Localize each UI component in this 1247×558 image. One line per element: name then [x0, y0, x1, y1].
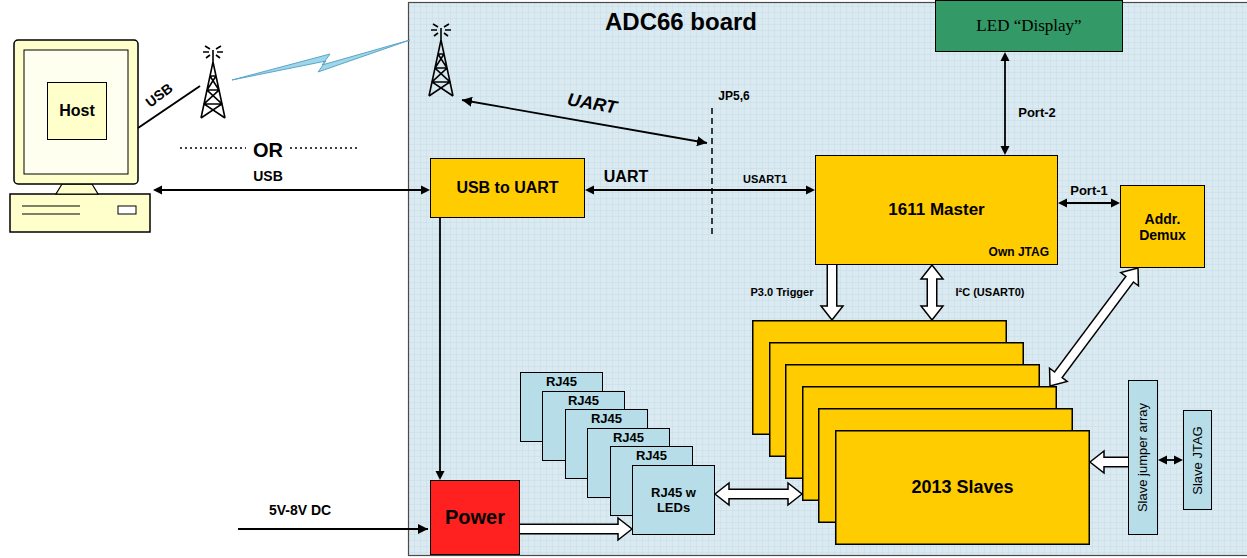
master-box: 1611 MasterOwn JTAG [815, 155, 1058, 265]
connector [436, 218, 445, 480]
power-button [118, 206, 136, 214]
connector-line [1004, 59, 1006, 148]
node-title: RJ45 [613, 430, 644, 445]
rj45-card: RJ45 w LEDs [632, 465, 715, 535]
edge-label: Port-1 [1068, 183, 1110, 198]
node-subtitle: Own JTAG [989, 245, 1049, 259]
antenna-tower [429, 24, 453, 96]
monitor-stand [56, 184, 98, 194]
drive-slot [22, 206, 80, 214]
connector [921, 265, 943, 320]
node-title: 1611 Master [888, 200, 984, 220]
connector-line [1065, 202, 1113, 204]
node-title: RJ45 [568, 393, 599, 408]
edge-label: P3.0 Trigger [749, 286, 816, 298]
edge-label: USB [251, 168, 285, 184]
power-input-arrow [238, 528, 428, 530]
node-title: USB to UART [456, 179, 558, 197]
connector-line [439, 218, 441, 473]
arrow-head [153, 186, 162, 195]
node-title: Power [445, 506, 505, 529]
node-title: Host [47, 82, 107, 140]
connector [1050, 268, 1139, 386]
slave-board [836, 431, 1090, 545]
connector [715, 483, 802, 505]
board-region: ADC66 board LED “Display” USB to UART 1611 … [408, 2, 1247, 556]
arrow-head [1058, 199, 1067, 208]
jumper-array-box: Slave jumper array [1128, 380, 1158, 535]
node-title: ADC66 board [605, 8, 757, 36]
connector [1001, 52, 1010, 155]
jumper-label: JP5,6 [716, 89, 751, 103]
edge-label: UART [602, 168, 650, 186]
connector [1158, 456, 1183, 465]
arrow-head [806, 186, 815, 195]
connector [821, 265, 843, 320]
display-box: LED “Display” [935, 0, 1123, 52]
edge-label: I²C (USART0) [953, 286, 1026, 298]
arrow-body [1101, 458, 1128, 466]
connector-line [160, 189, 423, 191]
arrow-head [421, 186, 430, 195]
node-title: RJ45 [636, 448, 667, 463]
arrow-body [726, 490, 791, 498]
arrow-body [928, 276, 936, 309]
arrow-head [585, 186, 594, 195]
connector [153, 186, 430, 195]
arrow-head [1001, 146, 1010, 155]
stacked-boards [752, 320, 1090, 545]
node-title: 2013 Slaves [835, 430, 1090, 545]
monitor [14, 40, 138, 184]
node-title: Addr. Demux [1127, 211, 1198, 243]
arrow-head [436, 471, 445, 480]
connector [1090, 451, 1128, 473]
jtag-box: Slave JTAG [1183, 410, 1212, 510]
host-computer [10, 40, 150, 232]
computer-case [10, 194, 150, 232]
node-title: RJ45 w LEDs [639, 485, 708, 515]
separator-label: OR [251, 139, 285, 162]
connector [1058, 199, 1120, 208]
board-background [409, 3, 1247, 556]
arrow-head [1158, 456, 1167, 465]
node-title: Slave jumper array [1136, 403, 1151, 512]
connector-line [592, 189, 808, 191]
arrow-head [1111, 199, 1120, 208]
screen [24, 50, 128, 174]
connector [520, 518, 632, 540]
arrow-body [828, 265, 836, 309]
node-title: LED “Display” [976, 16, 1081, 36]
supply-label: 5V-8V DC [267, 502, 333, 518]
demux-box: Addr. Demux [1120, 185, 1205, 268]
arrow-body [1057, 277, 1132, 377]
jumper-line [711, 108, 713, 236]
node-title: RJ45 [546, 374, 577, 389]
connector [585, 186, 815, 195]
cable-label: USB [141, 79, 177, 112]
power-box: Power [430, 480, 520, 555]
arrow-head [1001, 52, 1010, 61]
node-title: Slave JTAG [1190, 426, 1205, 494]
arrow-head [1174, 456, 1183, 465]
radio-link [232, 40, 410, 80]
converter-box: USB to UART [430, 158, 585, 218]
arrow-body [520, 525, 621, 533]
node-title: RJ45 [591, 411, 622, 426]
slave-stack: 2013 Slaves [752, 320, 1090, 545]
edge-label: Port-2 [1016, 105, 1058, 120]
antenna-tower [201, 46, 225, 118]
host-computer: Host [8, 38, 153, 234]
signal-label: USART1 [741, 173, 789, 185]
